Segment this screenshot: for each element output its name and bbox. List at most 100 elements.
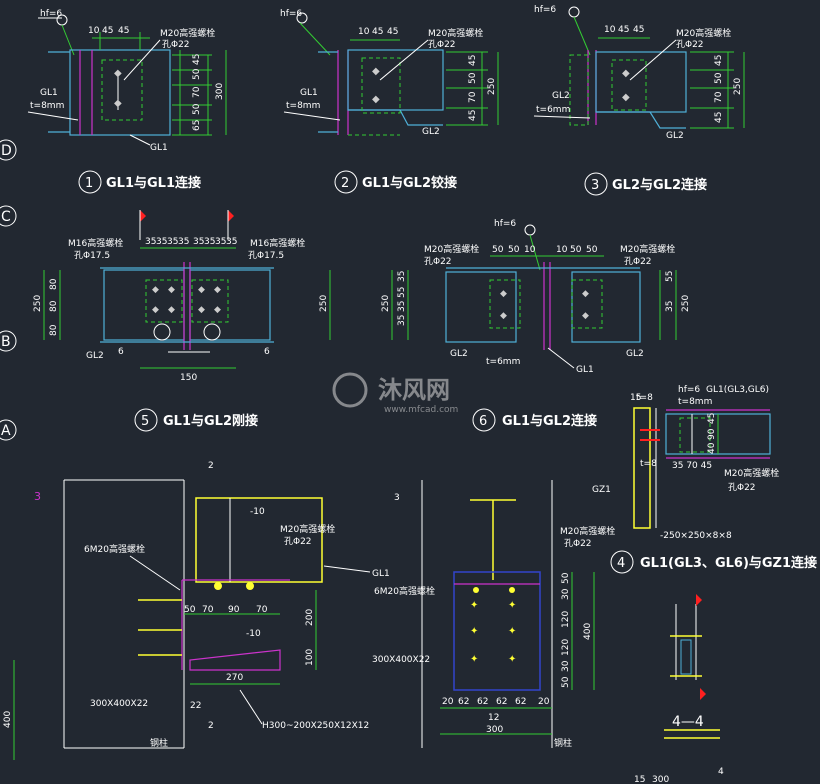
grid-label-c: C <box>1 209 11 225</box>
dim-5-six-a: 6 <box>118 347 124 357</box>
hole-note-4: 孔Φ22 <box>728 482 756 493</box>
dim-6-top-6: 50 <box>586 245 598 255</box>
svg-text:✦: ✦ <box>470 626 478 637</box>
dim-3-v-d: 45 <box>714 112 724 123</box>
svg-text:◆: ◆ <box>198 285 205 295</box>
caption-6-num: 6 <box>479 414 487 429</box>
section-mark-2a: 2 <box>208 461 214 471</box>
detail-1: hf=6 ◆ ◆ 10 45 45 M20高强螺栓 孔Φ22 45 50 70 … <box>27 9 227 194</box>
dim-2-top-b: 45 <box>372 27 383 37</box>
bolt-note-1: M20高强螺栓 <box>160 27 215 39</box>
svg-text:✦: ✦ <box>508 626 516 637</box>
dim-6-top-4: 10 <box>556 245 568 255</box>
dim-1-top-a: 10 <box>88 26 100 36</box>
section-mark-2b: 2 <box>208 721 214 731</box>
dim-5-left-3: 80 <box>49 324 59 336</box>
dim-bm-400: 400 <box>583 623 593 640</box>
dim-5-left-1: 80 <box>49 278 59 290</box>
svg-text:✦: ✦ <box>508 600 516 611</box>
caption-3-num: 3 <box>591 178 599 193</box>
beam-label-3b: GL2 <box>666 131 684 141</box>
weld-hf-label-2: hf=6 <box>280 9 302 19</box>
dim-bm-v-2: 30 <box>561 588 571 600</box>
dim-1-total: 300 <box>215 83 225 100</box>
hole-note-6b: 孔Φ22 <box>624 256 652 267</box>
dim-bm-h-6: 20 <box>538 697 550 707</box>
bolt-note-bl: M20高强螺栓 <box>280 523 335 535</box>
hole-note-6a: 孔Φ22 <box>424 256 452 267</box>
dim-1-v-c: 70 <box>192 86 202 98</box>
section-note-bl: H300~200X250X12X12 <box>262 721 369 731</box>
dim-5-top-4: 35 <box>178 237 189 247</box>
plate-note-4: -250×250×8×8 <box>660 531 732 541</box>
bolt-note-6a: M20高强螺栓 <box>424 243 479 255</box>
dim-bm-v-4: 120 <box>561 639 571 656</box>
bottom-left-elevation: 3 2 2 钢柱 -10 -10 M20高强螺栓 孔Φ22 6M20高强螺栓 G… <box>3 461 390 760</box>
plate-note-bm: 300X400X22 <box>372 655 430 665</box>
column-label-bl: 钢柱 <box>150 737 168 749</box>
dim-6-v-5: 55 <box>665 271 675 282</box>
section-4-4: 4—4 15 300 4 <box>634 594 724 784</box>
caption-4-num: 4 <box>617 556 625 571</box>
beam-label-6c: GL1 <box>576 365 594 375</box>
beam-label-2a: GL1 <box>300 88 318 98</box>
dim-4-v-1: 45 <box>707 413 717 424</box>
dim-6-total-l: 250 <box>381 295 391 312</box>
svg-text:◆: ◆ <box>582 311 589 321</box>
beam-label-2b: GL2 <box>422 127 440 137</box>
bolt-note-bm-6m20: 6M20高强螺栓 <box>374 585 435 597</box>
dim-5-top-2: 35 <box>156 237 167 247</box>
svg-text:◆: ◆ <box>214 305 221 315</box>
dim-5-top-1: 35 <box>145 237 156 247</box>
weld-hf-label-3: hf=6 <box>534 5 556 15</box>
dim-3-v-c: 70 <box>714 91 724 103</box>
dim-bl-h-1: 50 <box>184 605 196 615</box>
hole-note-bm: 孔Φ22 <box>564 538 592 549</box>
weld-t8b-a: t=8 <box>636 393 653 403</box>
dim-bm-v-3: 120 <box>561 611 571 628</box>
svg-text:◆: ◆ <box>622 92 630 103</box>
svg-text:✦: ✦ <box>470 654 478 665</box>
dim-br-300: 300 <box>652 775 669 784</box>
dim-bl-minus10b: -10 <box>246 629 261 639</box>
section-4-4-title: 4—4 <box>672 714 704 730</box>
dim-3-top-a: 10 <box>604 25 616 35</box>
weld-hf-label: hf=6 <box>40 9 62 19</box>
dim-bl-22: 22 <box>190 701 201 711</box>
dim-6-v-6: 35 <box>665 301 675 312</box>
dim-2-v-c: 70 <box>468 91 478 103</box>
dim-bm-12: 12 <box>488 713 499 723</box>
dim-bl-400: 400 <box>3 711 13 728</box>
weld-t8-label-2: t=8mm <box>286 101 320 111</box>
hole-note-1: 孔Φ22 <box>162 39 190 50</box>
svg-text:◆: ◆ <box>152 305 159 315</box>
plate-note-bl: 300X400X22 <box>90 699 148 709</box>
bolt-note-2: M20高强螺栓 <box>428 27 483 39</box>
weld-t8-label-4: t=8mm <box>678 397 712 407</box>
dim-3-top-c: 45 <box>633 25 644 35</box>
detail-6: hf=6 ◆◆ ◆◆ 50 50 10 10 50 50 M20高强螺栓 孔Φ2… <box>381 219 691 432</box>
dim-6-top-5: 50 <box>570 245 582 255</box>
beam-label-6a: GL2 <box>450 349 468 359</box>
watermark-url: www.mfcad.com <box>384 405 458 415</box>
beam-label-bl: GL1 <box>372 569 390 579</box>
dim-2-v-b: 50 <box>468 72 478 84</box>
section-mark-3a: 3 <box>34 490 41 503</box>
dim-bm-h-3: 62 <box>477 697 488 707</box>
dim-br-15: 15 <box>634 775 645 784</box>
dim-6-top-2: 50 <box>508 245 520 255</box>
dim-bm-h-4: 62 <box>496 697 507 707</box>
dim-bm-h-2: 62 <box>458 697 469 707</box>
dim-3-v-a: 45 <box>714 55 724 66</box>
bolt-note-5a: M16高强螺栓 <box>68 237 123 249</box>
detail-5: ◆◆ ◆◆ ◆◆ ◆◆ 35 35 35 35 35 35 35 35 M16高… <box>33 210 331 432</box>
weld-t6-label-6: t=6mm <box>486 357 520 367</box>
beam-label-6b: GL2 <box>626 349 644 359</box>
caption-1-num: 1 <box>85 176 93 191</box>
bottom-middle-section: 3 钢柱 ✦✦ ✦✦ ✦✦ M20高强螺栓 孔Φ22 6M20高强螺栓 300X… <box>372 480 615 749</box>
caption-6: GL1与GL2连接 <box>502 413 597 429</box>
dim-4-v-3: 40 <box>707 442 717 454</box>
dim-bm-v-1: 50 <box>561 572 571 584</box>
detail-3: hf=6 ◆ ◆ 10 45 45 M20高强螺栓 孔Φ22 45 50 70 … <box>533 5 745 196</box>
